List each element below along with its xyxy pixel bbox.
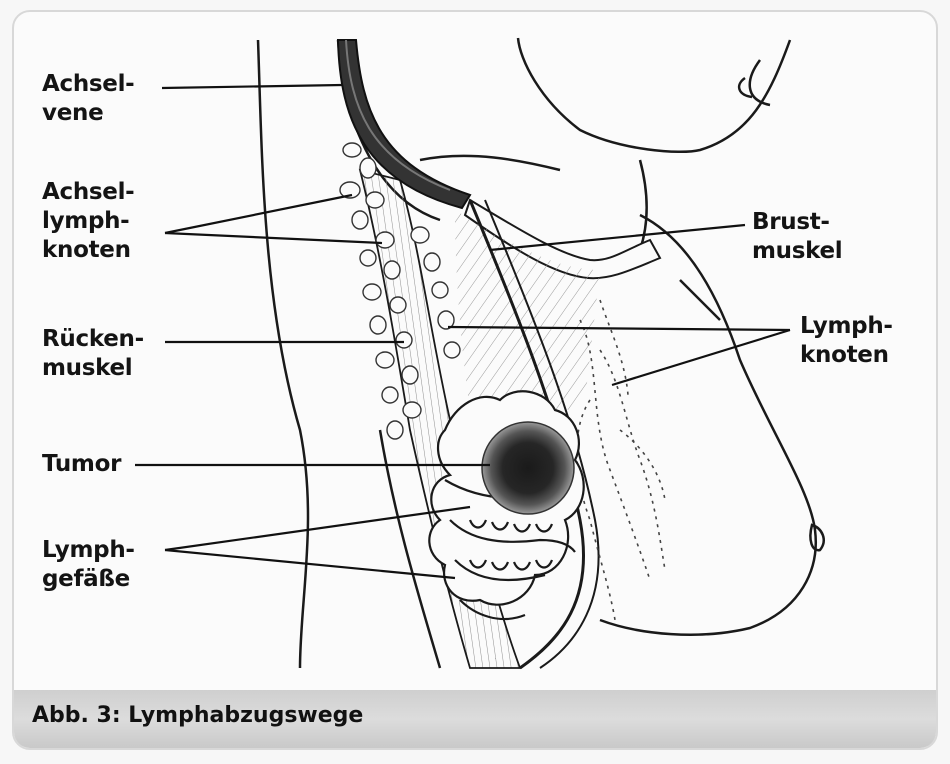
label-brustmuskel: Brust- muskel [752, 209, 843, 264]
caption-bar [14, 690, 936, 748]
label-tumor: Tumor [42, 451, 122, 477]
leader-lymphknoten-2 [611, 328, 791, 387]
leader-lymphknoten-1 [447, 325, 791, 332]
axillary-vein [336, 39, 472, 210]
leader-brustmuskel [489, 223, 746, 252]
tumor [481, 421, 575, 515]
label-rueckenmuskel: Rücken- muskel [42, 326, 144, 381]
leader-lines [135, 83, 791, 580]
breast-outline [599, 213, 825, 636]
label-lymphknoten: Lymph- knoten [800, 313, 893, 368]
figure-caption: Abb. 3: Lymphabzugswege [32, 703, 364, 728]
neck-outline [419, 37, 792, 251]
leader-achsellymphknoten-1 [164, 193, 353, 235]
leader-achsellymphknoten-2 [164, 231, 383, 245]
breast-lymph-paths [576, 299, 666, 621]
label-achsellymphknoten: Achsel- lymph- knoten [42, 179, 135, 263]
label-lymphgefaesse: Lymph- gefäße [42, 537, 135, 592]
leader-achselvene [161, 83, 343, 90]
leader-lymphgefaesse-1 [164, 505, 471, 552]
axillary-lymph-nodes [339, 142, 461, 440]
pectoral-muscle [455, 210, 600, 417]
label-achselvene: Achsel- vene [42, 71, 135, 126]
leader-lymphgefaesse-2 [164, 548, 456, 580]
